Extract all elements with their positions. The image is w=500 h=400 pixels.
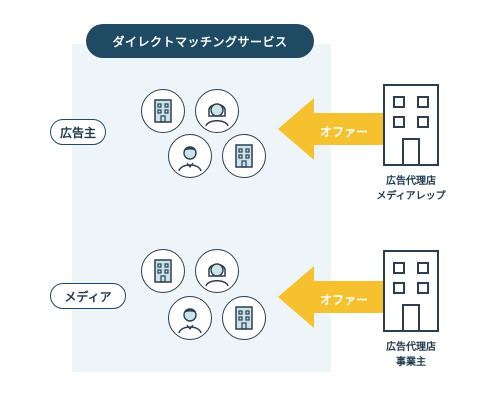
building-icon: [141, 249, 185, 293]
offer-label: オファー: [320, 125, 369, 139]
offer-arrow: [278, 98, 388, 160]
man-avatar-icon: [168, 296, 212, 340]
group-label-media: メディア: [50, 283, 126, 309]
group-label-advertiser: 広告主: [50, 119, 106, 145]
source-caption: 広告代理店 メディアレップ: [361, 174, 461, 204]
agency-building-icon: [383, 250, 439, 332]
building-icon: [222, 134, 266, 178]
source-caption-line2: メディアレップ: [376, 191, 446, 202]
source-caption: 広告代理店 事業主: [361, 340, 461, 370]
source-caption-line1: 広告代理店: [386, 176, 436, 187]
offer-label: オファー: [320, 293, 369, 307]
source-caption-line1: 広告代理店: [386, 342, 436, 353]
building-icon: [141, 89, 185, 133]
offer-arrow: [278, 266, 388, 328]
woman-avatar-icon: [195, 249, 239, 293]
source-caption-line2: 事業主: [396, 357, 426, 368]
building-icon: [222, 296, 266, 340]
service-title: ダイレクトマッチングサービス: [86, 24, 314, 58]
man-avatar-icon: [168, 134, 212, 178]
woman-avatar-icon: [195, 89, 239, 133]
agency-building-icon: [383, 84, 439, 166]
